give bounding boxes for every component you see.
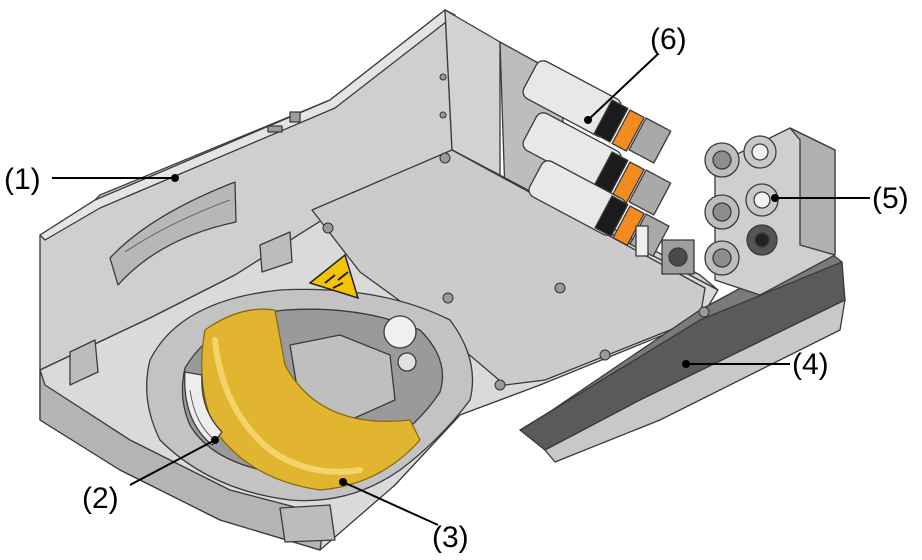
left-wall-slot <box>267 125 283 133</box>
housing-foot-slot <box>69 339 99 386</box>
callout-label-4: (4) <box>792 348 829 381</box>
callout-1: (1) <box>4 163 179 196</box>
callout-label-5: (5) <box>872 182 909 215</box>
housing-foot-slot <box>259 231 293 273</box>
callout-3: (3) <box>339 478 469 554</box>
callout-label-2: (2) <box>82 482 119 515</box>
cable-gland <box>743 135 777 169</box>
cable-gland <box>746 224 778 256</box>
callout-2: (2) <box>82 436 219 515</box>
callout-6: (6) <box>584 23 687 124</box>
cable-gland <box>704 240 740 276</box>
left-wall-window <box>109 181 237 286</box>
housing-left-wall-top <box>39 9 456 241</box>
optic-lens <box>383 315 417 349</box>
cable-gland <box>704 194 740 230</box>
housing-foot-slot <box>279 504 336 543</box>
callout-label-6: (6) <box>650 23 687 56</box>
m12-connector <box>522 60 672 164</box>
callout-label-1: (1) <box>4 163 41 196</box>
left-wall-slot <box>289 111 301 123</box>
screws <box>322 73 710 391</box>
callout-5: (5) <box>771 182 909 215</box>
cable-gland <box>704 142 740 178</box>
callout-label-3: (3) <box>432 521 469 554</box>
m12-connector <box>522 112 672 216</box>
cable-gland <box>745 183 779 217</box>
rail-lower-flange <box>544 299 846 463</box>
panel-switch <box>635 225 649 257</box>
warning-laser-icon <box>324 271 349 289</box>
callout-4: (4) <box>682 348 829 381</box>
